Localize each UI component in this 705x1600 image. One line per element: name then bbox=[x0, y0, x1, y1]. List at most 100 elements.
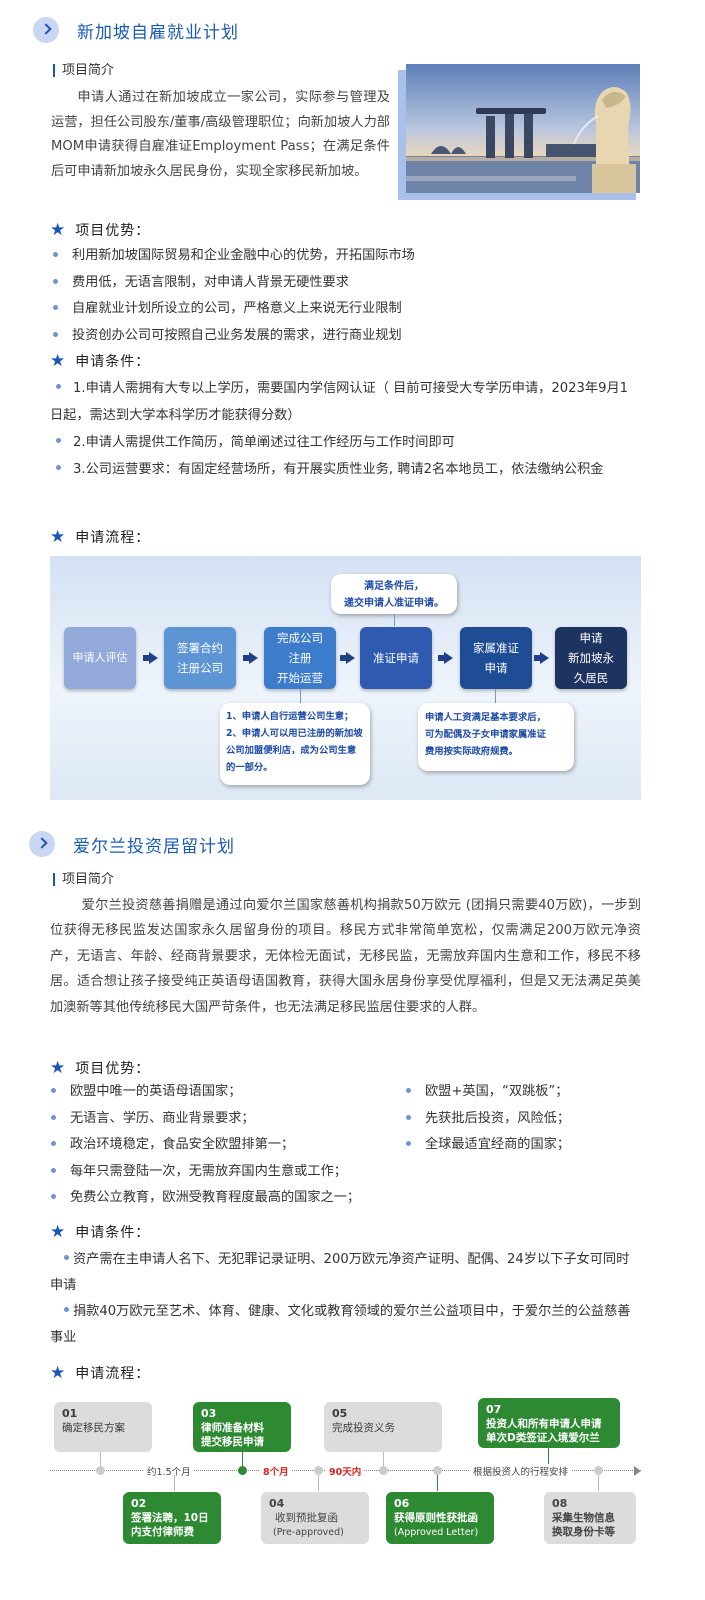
list-item: 3.公司运营要求：有固定经营场所，有开展实质性业务, 聘请2名本地员工，依法缴纳… bbox=[50, 456, 641, 483]
flow-step-2: 签署合约注册公司 bbox=[164, 627, 236, 689]
timeline-step-05: 05 完成投资义务 bbox=[324, 1402, 442, 1452]
list-item: 投资创办公司可按照自己业务发展的需求，进行商业规划 bbox=[50, 323, 640, 350]
timeline-stem bbox=[318, 1475, 319, 1491]
bullet-dot-icon bbox=[56, 465, 61, 470]
timeline-step-01: 01 确定移民方案 bbox=[54, 1402, 152, 1452]
timeline-dot bbox=[594, 1466, 603, 1475]
list-item: 全球最适宜经商的国家； bbox=[403, 1132, 641, 1159]
list-item: 资产需在主申请人名下、无犯罪记录证明、200万欧元净资产证明、配偶、24岁以下子… bbox=[50, 1252, 630, 1293]
flow-step-4: 准证申请 bbox=[360, 627, 432, 689]
conditions-heading: ★ 申请条件： bbox=[50, 351, 150, 371]
advantages-heading: ★ 项目优势： bbox=[50, 1058, 150, 1078]
advantages-heading: ★ 项目优势： bbox=[50, 220, 150, 240]
advantages-heading-text: 项目优势： bbox=[75, 1061, 151, 1077]
list-item: 政治环境稳定，食品安全欧盟排第一； bbox=[48, 1132, 408, 1159]
intro-paragraph: 申请人通过在新加坡成立一家公司，实际参与管理及运营，担任公司股东/董事/高级管理… bbox=[51, 90, 390, 179]
marina-bay-image bbox=[406, 64, 640, 193]
list-item: 免费公立教育，欧洲受教育程度最高的国家之一； bbox=[48, 1185, 408, 1212]
timeline-stem bbox=[174, 1475, 175, 1491]
flow-heading-text: 申请流程： bbox=[75, 1366, 151, 1382]
flow-heading-text: 申请流程： bbox=[75, 530, 151, 546]
timeline-dot bbox=[433, 1466, 442, 1475]
list-item: 捐款40万欧元至艺术、体育、健康、文化或教育领域的爱尔兰公益项目中，于爱尔兰的公… bbox=[50, 1304, 631, 1345]
flow-note-top: 满足条件后， 递交申请人准证申请。 bbox=[331, 574, 457, 614]
timeline-duration: 根据投资人的行程安排 bbox=[470, 1464, 572, 1478]
bullet-dot-icon bbox=[64, 1307, 69, 1312]
conditions-list: 资产需在主申请人名下、无犯罪记录证明、200万欧元净资产证明、配偶、24岁以下子… bbox=[50, 1247, 641, 1351]
intro-paragraph: 爱尔兰投资慈善捐赠是通过向爱尔兰国家慈善机构捐款50万欧元 (团捐只需要40万欧… bbox=[50, 898, 641, 1015]
timeline-step-02: 02 签署法聘，10日 内支付律师费 bbox=[123, 1492, 221, 1544]
timeline-duration: 8个月 bbox=[260, 1464, 292, 1478]
flow-note-left: 1、申请人自行运营公司生意； 2、申请人可以用已注册的新加坡 公司加盟便利店，成… bbox=[220, 703, 370, 785]
connector-line bbox=[495, 689, 496, 703]
star-icon: ★ bbox=[50, 527, 67, 547]
conditions-heading-text: 申请条件： bbox=[75, 1225, 151, 1241]
timeline-stem bbox=[100, 1452, 101, 1468]
flow-step-6: 申请新加坡永久居民 bbox=[555, 627, 627, 689]
advantages-heading-text: 项目优势： bbox=[75, 223, 151, 239]
arrow-right-icon bbox=[534, 652, 549, 664]
timeline-dot bbox=[314, 1466, 323, 1475]
timeline-step-07: 07 投资人和所有申请人申请 单次D类签证入境爱尔兰 bbox=[478, 1398, 620, 1448]
star-icon: ★ bbox=[50, 1363, 67, 1383]
bullet-dot-icon bbox=[56, 384, 61, 389]
flow-step-5: 家属准证申请 bbox=[460, 627, 532, 689]
timeline-stem bbox=[548, 1448, 549, 1468]
chevron-right-icon bbox=[33, 17, 59, 43]
star-icon: ★ bbox=[50, 1058, 67, 1078]
list-item: 先获批后投资，风险低； bbox=[403, 1106, 641, 1133]
list-item: 1.申请人需拥有大专以上学历，需要国内学信网认证（ 目前可接受大专学历申请，20… bbox=[50, 381, 629, 423]
timeline-dot bbox=[379, 1466, 388, 1475]
list-item: 利用新加坡国际贸易和企业金融中心的优势，开拓国际市场 bbox=[50, 243, 640, 270]
timeline-stem bbox=[383, 1452, 384, 1468]
flow-step-1: 申请人评估 bbox=[64, 627, 136, 689]
timeline-stem bbox=[437, 1475, 438, 1491]
conditions-heading-text: 申请条件： bbox=[75, 354, 151, 370]
timeline-duration: 约1.5个月 bbox=[144, 1464, 194, 1478]
list-item: 自雇就业计划所设立的公司，严格意义上来说无行业限制 bbox=[50, 296, 640, 323]
flow-heading: ★ 申请流程： bbox=[50, 527, 150, 547]
arrow-right-icon bbox=[143, 652, 158, 664]
timeline-stem bbox=[242, 1452, 243, 1468]
timeline-stem bbox=[598, 1475, 599, 1491]
conditions-list: 1.申请人需拥有大专以上学历，需要国内学信网认证（ 目前可接受大专学历申请，20… bbox=[50, 375, 641, 483]
timeline-dot bbox=[96, 1466, 105, 1475]
advantages-list-left: 欧盟中唯一的英语母语国家； 无语言、学历、商业背景要求； 政治环境稳定，食品安全… bbox=[48, 1079, 408, 1212]
list-item: 2.申请人需提供工作简历，简单阐述过往工作经历与工作时间即可 bbox=[50, 429, 641, 456]
bullet-dot-icon bbox=[64, 1255, 69, 1260]
intro-label: 项目简介 bbox=[53, 64, 114, 77]
flow-step-3: 完成公司注册开始运营 bbox=[264, 627, 336, 689]
flow-heading: ★ 申请流程： bbox=[50, 1363, 150, 1383]
singapore-photo bbox=[398, 64, 640, 200]
connector-line bbox=[394, 614, 395, 626]
list-item: 费用低，无语言限制，对申请人背景无硬性要求 bbox=[50, 270, 640, 297]
list-item: 欧盟中唯一的英语母语国家； bbox=[48, 1079, 408, 1106]
section-title-text: 爱尔兰投资居留计划 bbox=[73, 836, 235, 857]
arrow-right-icon bbox=[340, 652, 355, 664]
arrow-right-icon bbox=[634, 1466, 641, 1476]
list-item: 无语言、学历、商业背景要求； bbox=[48, 1106, 408, 1133]
star-icon: ★ bbox=[50, 220, 67, 240]
conditions-heading: ★ 申请条件： bbox=[50, 1222, 150, 1242]
timeline-step-03: 03 律师准备材料 提交移民申请 bbox=[193, 1402, 291, 1452]
timeline-duration: 90天内 bbox=[326, 1464, 365, 1478]
flow-note-right: 申请人工资满足基本要求后， 可为配偶及子女申请家属准证 费用按实际政府规费。 bbox=[418, 703, 574, 771]
section-title-ireland: 爱尔兰投资居留计划 bbox=[29, 831, 235, 857]
star-icon: ★ bbox=[50, 1222, 67, 1242]
intro-label: 项目简介 bbox=[53, 873, 114, 886]
timeline-dot bbox=[238, 1466, 247, 1475]
arrow-right-icon bbox=[243, 652, 258, 664]
bullet-dot-icon bbox=[56, 438, 61, 443]
list-item: 欧盟+英国，“双跳板”； bbox=[403, 1079, 641, 1106]
timeline-step-04: 04 收到预批复函 (Pre-approved) bbox=[261, 1492, 369, 1544]
timeline-step-06: 06 获得原则性获批函 (Approved Letter) bbox=[386, 1492, 494, 1544]
section-title-singapore: 新加坡自雇就业计划 bbox=[33, 17, 239, 43]
star-icon: ★ bbox=[50, 351, 67, 371]
singapore-flow-diagram: 满足条件后， 递交申请人准证申请。 申请人评估 签署合约注册公司 完成公司注册开… bbox=[50, 556, 641, 800]
advantages-list: 利用新加坡国际贸易和企业金融中心的优势，开拓国际市场 费用低，无语言限制，对申请… bbox=[50, 243, 640, 349]
section-title-text: 新加坡自雇就业计划 bbox=[77, 22, 239, 43]
list-item: 每年只需登陆一次，无需放弃国内生意或工作； bbox=[48, 1159, 408, 1186]
timeline-step-08: 08 采集生物信息 换取身份卡等 bbox=[544, 1492, 636, 1544]
arrow-right-icon bbox=[438, 652, 453, 664]
chevron-right-icon bbox=[29, 831, 55, 857]
